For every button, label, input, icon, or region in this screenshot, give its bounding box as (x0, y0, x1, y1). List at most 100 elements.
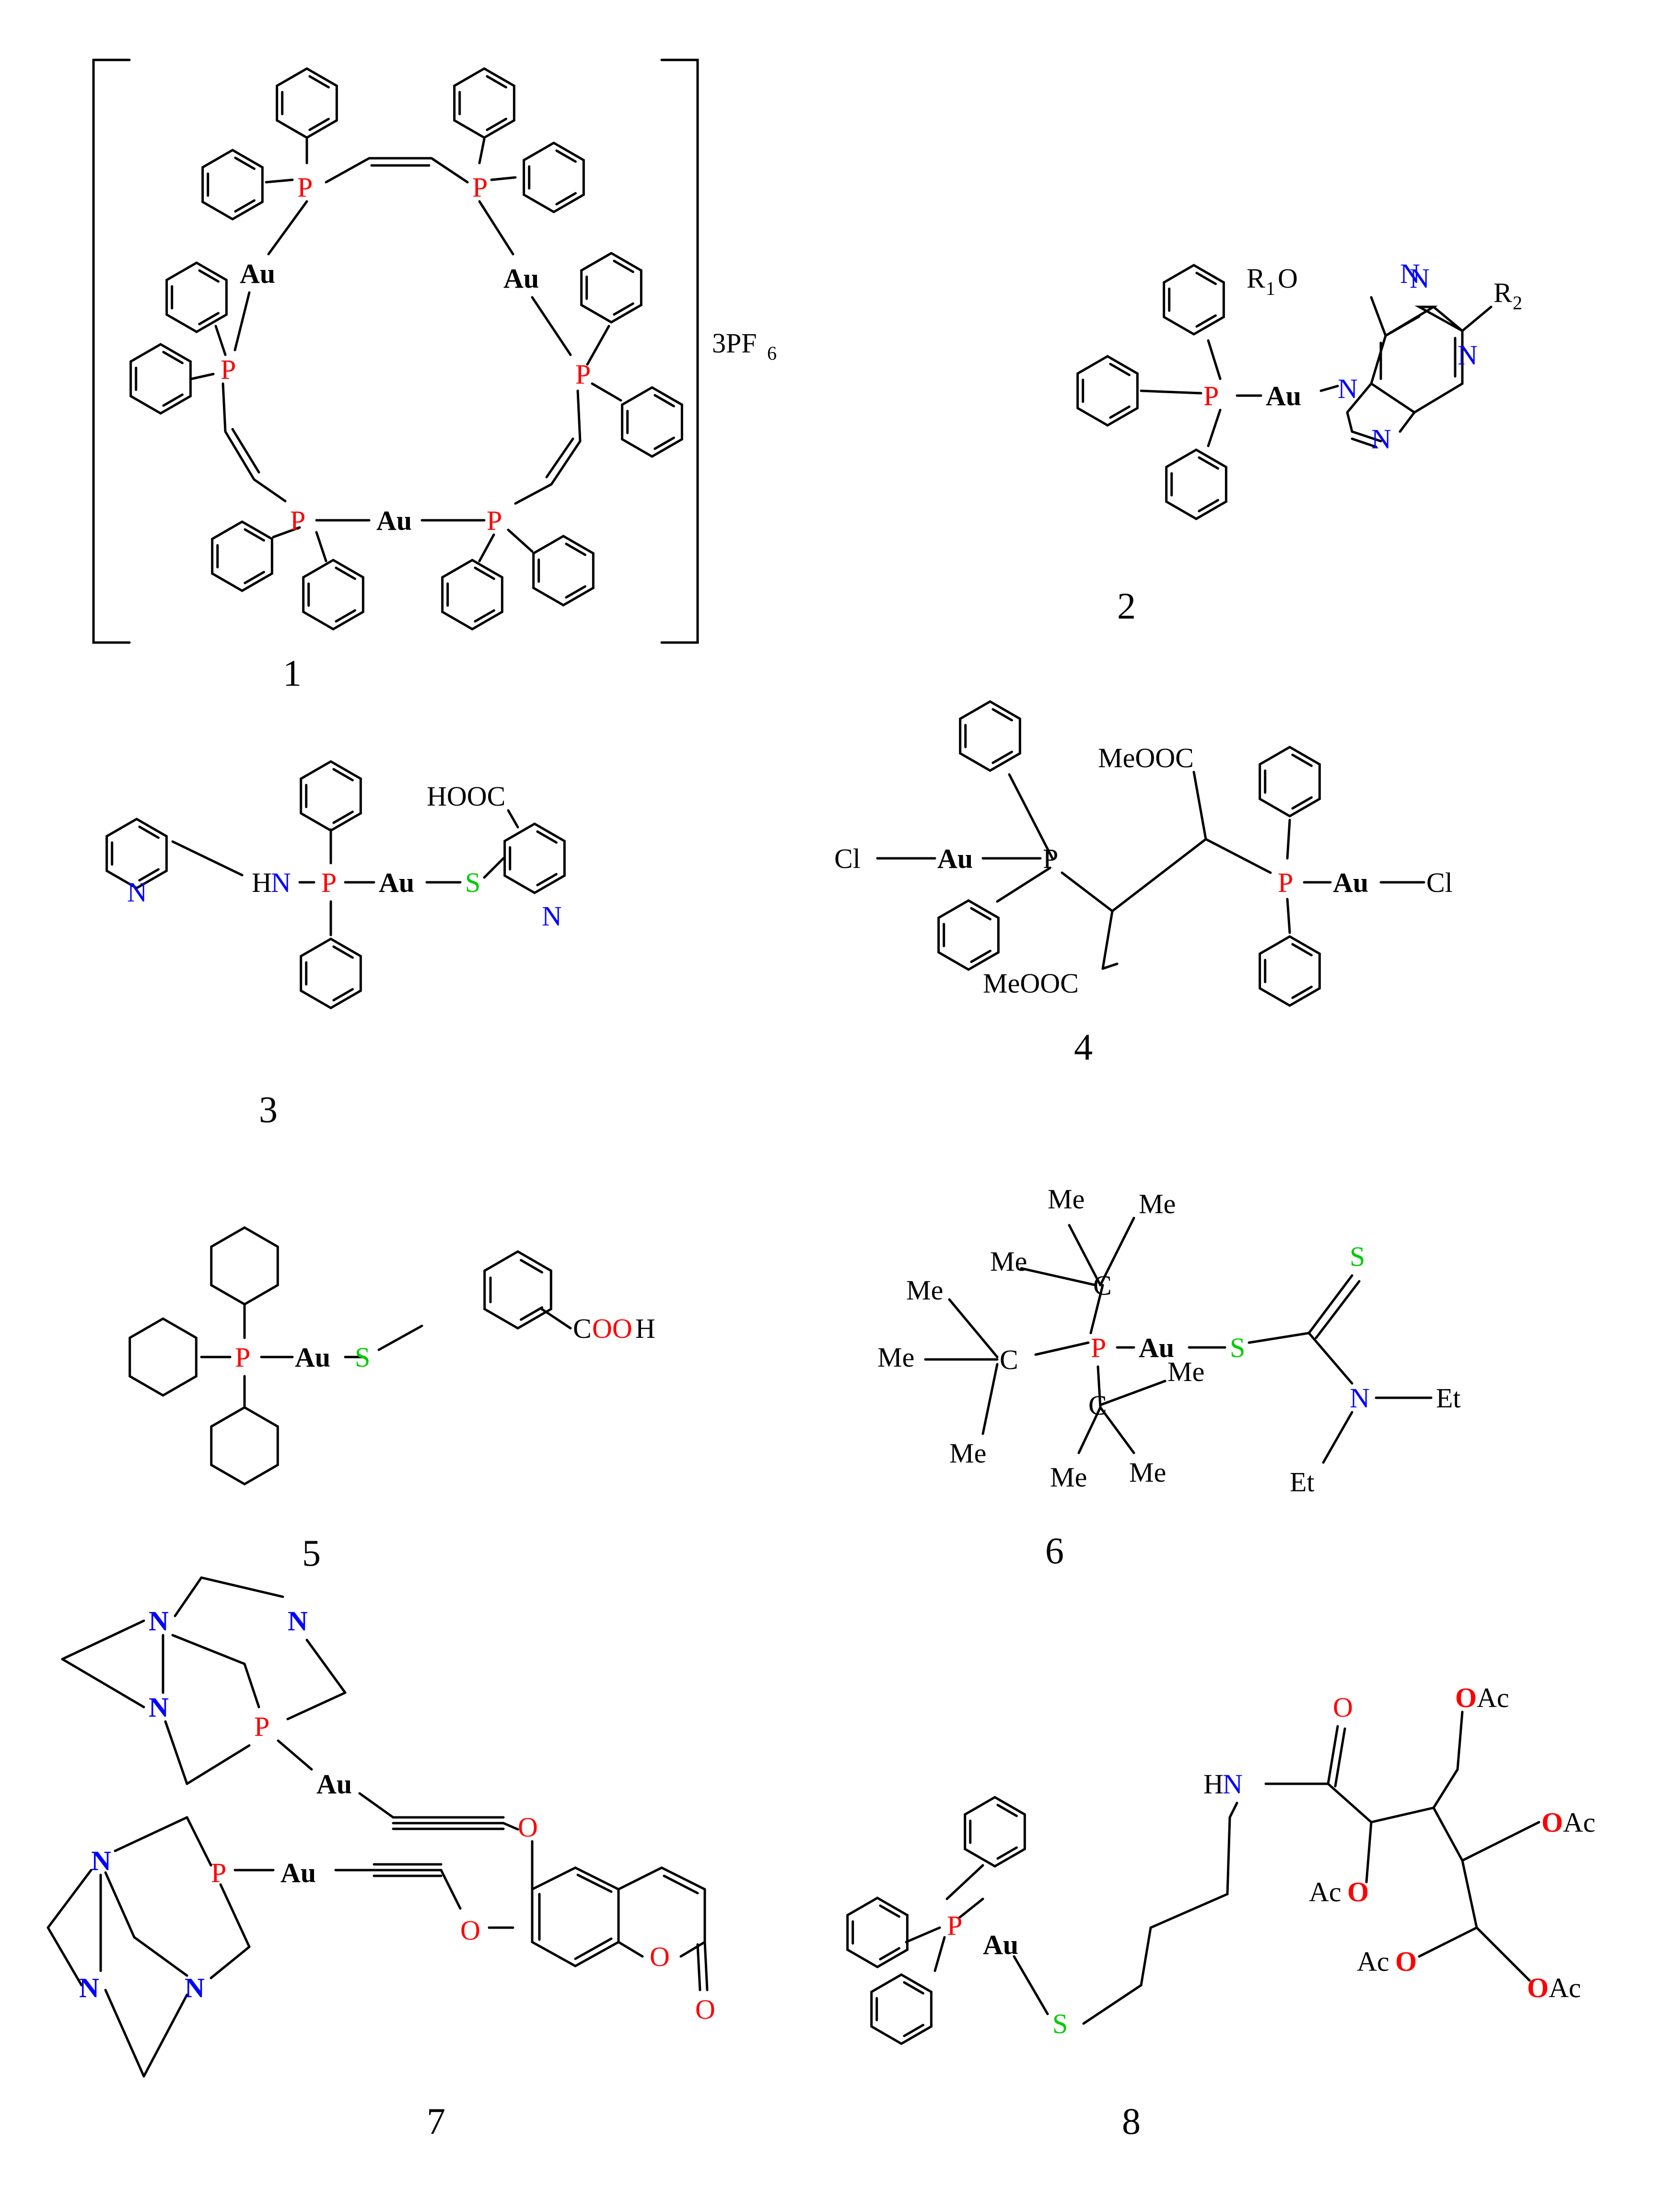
double-bond (992, 708, 1013, 722)
bond (660, 1866, 706, 1891)
double-bond (234, 199, 256, 213)
double-bond (1291, 943, 1313, 957)
bond (265, 178, 294, 184)
benzene-ring (483, 1250, 552, 1330)
phenyl-ring (1076, 355, 1139, 427)
compound-1 (92, 59, 699, 644)
double-bond (138, 868, 160, 882)
phenyl-ring-outline (621, 386, 683, 458)
atom-p: P (947, 1910, 962, 1941)
bond (224, 430, 256, 481)
phenyl-ring (201, 149, 264, 221)
double-bond (555, 149, 577, 163)
phenyl-ring (165, 261, 228, 333)
bond (1399, 411, 1416, 433)
double-bond (162, 351, 184, 364)
bond (1351, 437, 1377, 448)
ethyl-label: Et (1290, 1466, 1315, 1498)
bond (186, 1816, 212, 1867)
bond (171, 840, 244, 877)
phenyl-ring (580, 252, 642, 324)
double-bond (520, 1259, 543, 1274)
double-bond (234, 156, 256, 170)
acetate-o: O (1347, 1876, 1369, 1908)
double-bond (1198, 499, 1219, 513)
double-bond (486, 117, 507, 131)
bond (531, 296, 572, 356)
bond (996, 866, 1051, 903)
double-bond (970, 907, 992, 921)
bond (142, 1993, 188, 2078)
bond (1432, 305, 1464, 332)
atom-p: P (472, 172, 488, 203)
atom-au: Au (379, 867, 414, 898)
double-bond (1291, 796, 1313, 810)
phenyl-ring-outline (201, 149, 264, 221)
double-bond (486, 75, 507, 89)
bond (1346, 382, 1373, 414)
bond (61, 1658, 145, 1709)
double-bond (903, 2024, 924, 2037)
bond (1192, 771, 1207, 841)
atom-s: S (355, 1342, 370, 1373)
double-bond (332, 768, 354, 782)
phenyl-ring-outline (846, 1896, 909, 1968)
double-bond (1195, 314, 1217, 328)
atom-c: C (1088, 1390, 1107, 1421)
bond (171, 1634, 246, 1665)
atom-n: N (1223, 1768, 1243, 1800)
bond (104, 1871, 136, 1939)
double-bond (138, 825, 160, 839)
acetate-o: O (1395, 1946, 1417, 1977)
methyl-label: Me (877, 1342, 914, 1373)
double-bond (162, 393, 184, 407)
bond (272, 526, 301, 538)
bond (277, 1739, 313, 1771)
bond (545, 437, 574, 479)
atom-n: N (149, 1692, 169, 1723)
bond (214, 325, 227, 356)
compound-2 (1140, 296, 1493, 448)
bond (1207, 409, 1222, 447)
bond (550, 440, 582, 486)
atom-p: P (290, 505, 305, 536)
bond (945, 1864, 984, 1900)
phenyl-ring (211, 520, 273, 592)
bond (377, 1324, 423, 1351)
bond (164, 1720, 188, 1785)
atom-n: N (127, 877, 147, 908)
double-bond (879, 1947, 900, 1961)
phenyl-ring (1259, 935, 1321, 1007)
bond (617, 1866, 663, 1891)
atom-p: P (254, 1711, 269, 1742)
bond (286, 1691, 347, 1720)
phenyl-ring-outline (300, 937, 362, 1009)
methyl-label: Me (990, 1246, 1027, 1277)
compound-number-5: 5 (302, 1532, 321, 1574)
substituent-r2-subscript: 2 (1513, 292, 1522, 314)
phenyl-ring-outline (302, 559, 364, 631)
bond (617, 1941, 644, 1958)
double-bond (335, 566, 356, 580)
atom-n: N (1350, 1382, 1370, 1414)
bond (1034, 1341, 1090, 1356)
atom-o: O (650, 1941, 670, 1972)
bond (1226, 1816, 1231, 1896)
bond (1432, 1806, 1464, 1862)
atom-s: S (1230, 1332, 1245, 1363)
phenyl-ring (129, 343, 192, 415)
counterion-subscript: 6 (767, 342, 777, 364)
atom-o: O (695, 1994, 715, 2025)
bond (219, 1883, 251, 1948)
atom-hn: H (1203, 1768, 1224, 1800)
acetate-o: O (1527, 1972, 1549, 2003)
bond (430, 157, 469, 184)
bond (490, 176, 517, 181)
atom-au: Au (376, 505, 412, 536)
bond (1322, 1411, 1353, 1464)
methyl-label: Me (906, 1275, 943, 1306)
phenyl-ring-outline (1259, 746, 1321, 818)
atom-o: O (1333, 1692, 1353, 1723)
compound-4 (876, 771, 1425, 970)
atom-n: N (1338, 373, 1358, 404)
